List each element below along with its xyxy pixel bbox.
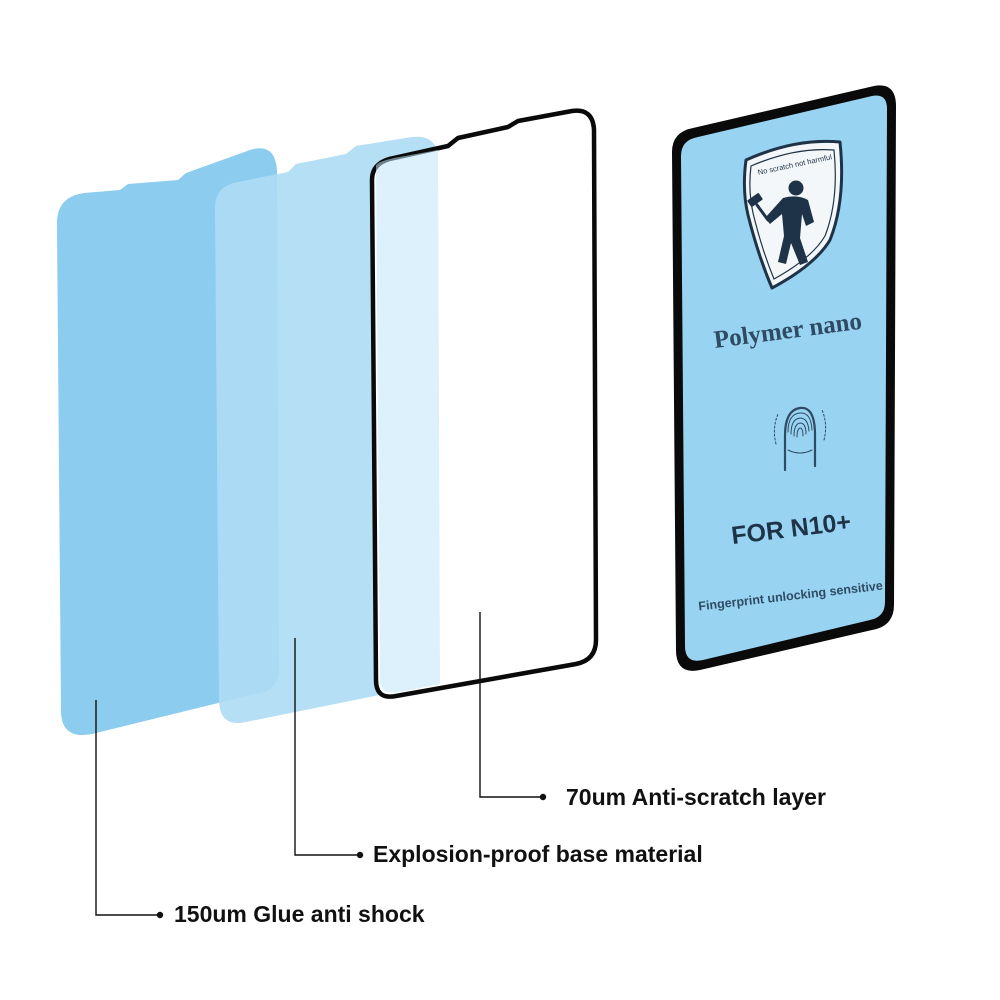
- callout-anti-scratch: 70um Anti-scratch layer: [566, 784, 826, 810]
- dot-anti-scratch: [539, 793, 547, 801]
- dot-glue: [156, 911, 164, 919]
- fingerprint-icon: [773, 406, 827, 472]
- leader-anti-scratch: [479, 612, 541, 798]
- leader-lines: [95, 612, 541, 916]
- callout-explosion-proof: Explosion-proof base material: [373, 841, 703, 867]
- product-screen: [681, 95, 887, 661]
- dot-explosion-proof: [356, 851, 364, 859]
- leader-explosion-proof: [294, 638, 358, 856]
- shield-hammer-icon: No scratch not harmful: [742, 139, 844, 290]
- leader-dots: [156, 793, 547, 919]
- leader-glue: [95, 700, 158, 916]
- scratch-layer-group: [369, 108, 599, 699]
- scratch-layer-tint: [376, 150, 440, 693]
- callout-glue: 150um Glue anti shock: [174, 901, 425, 927]
- product-protector: No scratch not harmful Polymer nano FOR …: [672, 85, 896, 671]
